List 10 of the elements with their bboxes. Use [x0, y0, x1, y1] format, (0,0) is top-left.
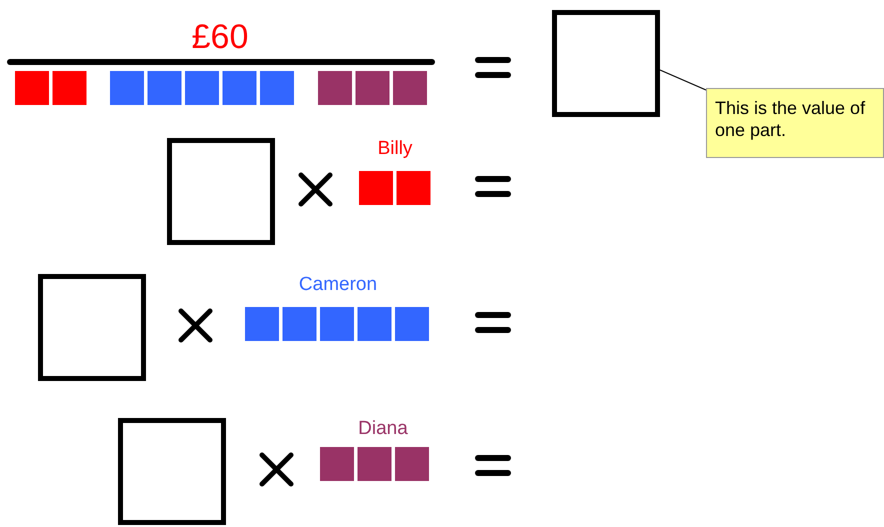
- callout-note: This is the value of one part.: [706, 88, 884, 158]
- name-label: Diana: [358, 419, 408, 438]
- name-label: Billy: [378, 139, 412, 158]
- answer-box: [167, 138, 275, 245]
- answer-box: [118, 418, 226, 525]
- name-label: Cameron: [298, 275, 378, 294]
- leader-line: [660, 70, 706, 90]
- total-amount: £60: [192, 20, 248, 54]
- answer-box: [552, 10, 660, 117]
- answer-box: [38, 274, 146, 381]
